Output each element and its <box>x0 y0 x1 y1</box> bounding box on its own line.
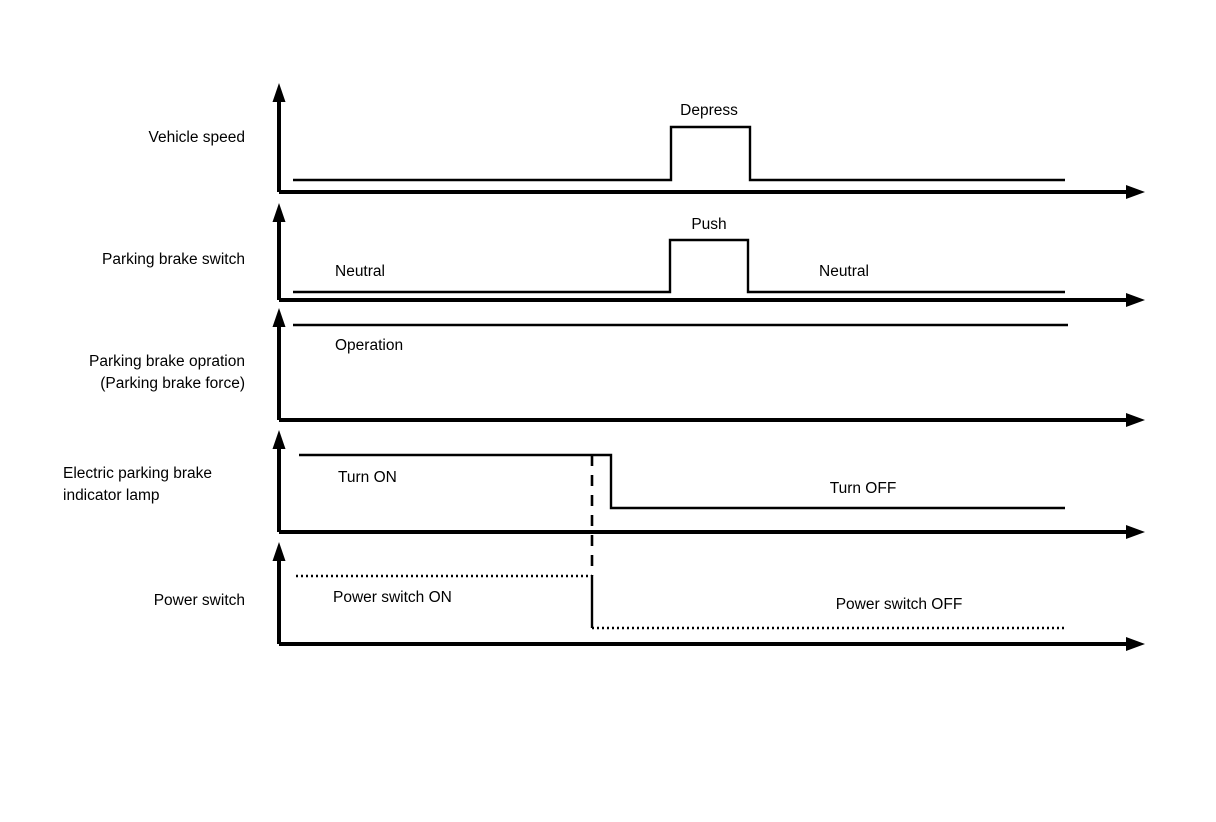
row-label-parking-brake-switch: Parking brake switch <box>102 251 245 268</box>
row-label-parking-brake-operation-line2: (Parking brake force) <box>100 375 245 392</box>
signal-label-power-switch-on: Power switch ON <box>333 589 452 606</box>
row-vehicle-speed: Depress Vehicle speed <box>148 83 1145 199</box>
signal-label-neutral-right: Neutral <box>819 263 869 280</box>
row-parking-brake-switch: Neutral Push Neutral Parking brake switc… <box>102 203 1145 307</box>
signal-label-push: Push <box>691 216 726 233</box>
row-label-power-switch: Power switch <box>154 592 245 609</box>
pb-switch-y-arrow-icon <box>272 203 286 222</box>
epb-lamp-y-arrow-icon <box>272 430 286 449</box>
signal-label-turn-on: Turn ON <box>338 469 397 486</box>
signal-label-operation: Operation <box>335 337 403 354</box>
vehicle-speed-x-arrow-icon <box>1126 185 1145 199</box>
pb-operation-y-arrow-icon <box>272 308 286 327</box>
signal-label-depress: Depress <box>680 102 738 119</box>
epb-lamp-waveform <box>299 453 1065 510</box>
row-label-epb-lamp-line1: Electric parking brake <box>63 465 212 482</box>
vehicle-speed-waveform <box>293 125 1065 182</box>
epb-lamp-x-arrow-icon <box>1126 525 1145 539</box>
pb-switch-waveform <box>293 238 1065 294</box>
row-parking-brake-operation: Operation Parking brake opration (Parkin… <box>89 308 1145 427</box>
row-label-parking-brake-operation-line1: Parking brake opration <box>89 353 245 370</box>
signal-label-power-switch-off: Power switch OFF <box>836 596 963 613</box>
vehicle-speed-y-arrow-icon <box>272 83 286 102</box>
row-epb-indicator-lamp: Turn ON Turn OFF Electric parking brake … <box>63 430 1145 539</box>
pb-operation-x-arrow-icon <box>1126 413 1145 427</box>
power-switch-x-arrow-icon <box>1126 637 1145 651</box>
signal-label-turn-off: Turn OFF <box>830 480 897 497</box>
row-label-epb-lamp-line2: indicator lamp <box>63 487 160 504</box>
row-label-vehicle-speed: Vehicle speed <box>148 129 245 146</box>
signal-label-neutral-left: Neutral <box>335 263 385 280</box>
row-power-switch: Power switch ON Power switch OFF Power s… <box>154 542 1145 651</box>
pb-switch-x-arrow-icon <box>1126 293 1145 307</box>
power-switch-y-arrow-icon <box>272 542 286 561</box>
